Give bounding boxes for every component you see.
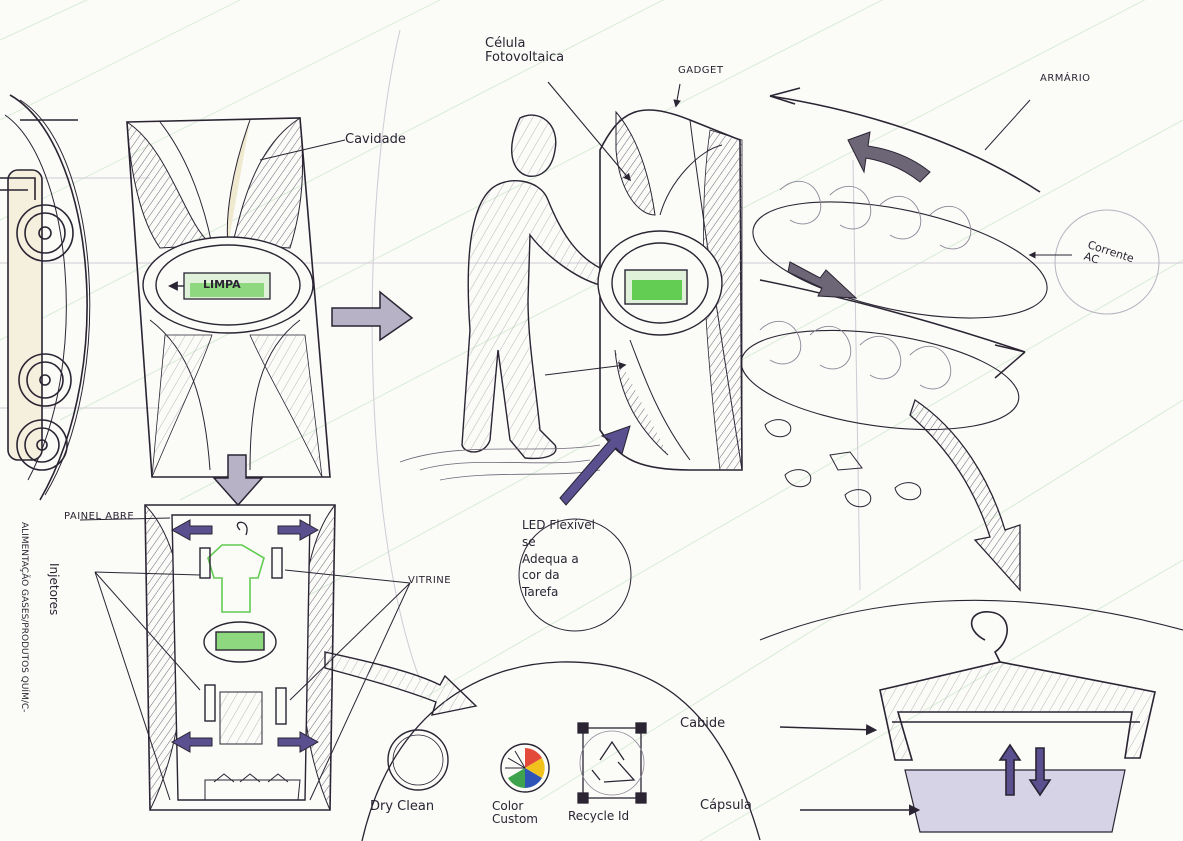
closet-arrows (788, 132, 930, 298)
vitrine-panel (145, 505, 335, 810)
label-led-flexivel: LED Flexível se Adequa a cor da Tarefa (522, 517, 595, 601)
dry-clean-icon (388, 730, 448, 790)
color-custom-icon (501, 744, 549, 792)
person-figure (462, 115, 600, 458)
recycle-id-icon (578, 723, 646, 803)
big-curved-arrow (325, 652, 476, 715)
label-celula-fotovoltaica: Célula Fotovoltaica (485, 37, 564, 64)
hanger-capsule (880, 612, 1155, 832)
down-arrow-capsule (910, 400, 1020, 590)
label-alimentacao: ALIMENTAÇÃO GASES/PRODUTOS QUÍM/C- (19, 522, 28, 712)
front-panel (127, 118, 330, 477)
label-recycle-id: Recycle Id (568, 810, 629, 823)
label-cavidade: Cavidade (345, 133, 406, 147)
side-profile (0, 95, 90, 500)
led-arrow (560, 426, 630, 505)
floor-shadow (400, 445, 600, 480)
label-dry-clean: Dry Clean (370, 800, 434, 814)
label-injetores: Injetores (47, 563, 60, 615)
label-cabide: Cabide (680, 717, 725, 731)
label-painel-abre: PAINEL ABRE (64, 512, 134, 523)
label-capsula: Cápsula (700, 799, 752, 813)
closet-interior (735, 88, 1057, 507)
label-color-custom: Color Custom (492, 800, 538, 825)
gadget-panel (598, 110, 742, 470)
label-gadget: GADGET (678, 66, 723, 77)
label-vitrine: VITRINE (408, 576, 451, 587)
label-armario: ARMÁRIO (1040, 74, 1091, 85)
label-limpa: LIMPA (203, 279, 241, 291)
